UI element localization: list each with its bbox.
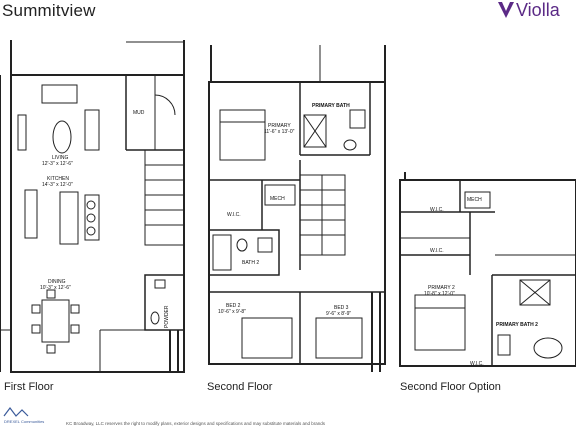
room-primary: PRIMARY [268,123,291,129]
room-primary-dimensions: 11'-6" x 13'-0" [264,129,295,135]
room-dining: DINING [48,279,66,285]
room-mech: MECH [270,196,285,202]
room-wic: W.I.C. [227,212,241,218]
room-bed-3-dimensions: 9'-6" x 8'-9" [326,311,351,317]
room-mud: MUD [133,110,145,116]
room-bed-2-dimensions: 10'-6" x 9'-8" [218,309,246,315]
room-option-wic-top: W.I.C. [430,207,444,213]
room-dining-dimensions: 10'-3" x 12'-6" [40,285,71,291]
room-living: LIVING [52,155,69,161]
drexel-logo-icon: DREXEL Communities [3,407,44,424]
second-floor-option-plan [399,172,576,367]
room-kitchen-dimensions: 14'-3" x 12'-0" [42,182,73,188]
label-second-floor: Second Floor [207,381,273,393]
floor-plans: MUD LIVING 12'-3" x 12'-6" KITCHEN 14'-3… [0,40,576,373]
room-living-dimensions: 12'-3" x 12'-6" [42,161,73,167]
page-title: Summitview [2,1,96,20]
room-primary-bath-2: PRIMARY BATH 2 [496,322,538,328]
room-option-wic: W.I.C. [430,248,444,254]
room-primary-2: PRIMARY 2 [428,285,455,291]
label-second-floor-option: Second Floor Option [400,381,501,393]
room-bath-2: BATH 2 [242,260,259,266]
room-option-mech: MECH [467,197,482,203]
brand-logo: Violla [496,0,576,20]
room-primary-bath: PRIMARY BATH [312,103,350,109]
second-floor-plan [208,45,386,372]
room-powder: POWDER [164,305,170,328]
brand-name: Violla [516,0,560,20]
room-option-wic-small: W.I.C. [470,361,484,367]
room-kitchen: KITCHEN [47,176,69,182]
label-first-floor: First Floor [4,381,54,393]
room-bed-3: BED 3 [334,305,349,311]
room-primary-2-dimensions: 10'-8" x 12'-0" [424,291,455,297]
logo-text: DREXEL Communities [4,419,44,424]
first-floor-plan [0,40,185,373]
disclaimer: KC Broadway, LLC reserves the right to m… [66,421,326,426]
drexel-communities-logo: DREXEL Communities [2,406,52,432]
violla-mark-icon [498,2,514,18]
room-bed-2: BED 2 [226,303,241,309]
